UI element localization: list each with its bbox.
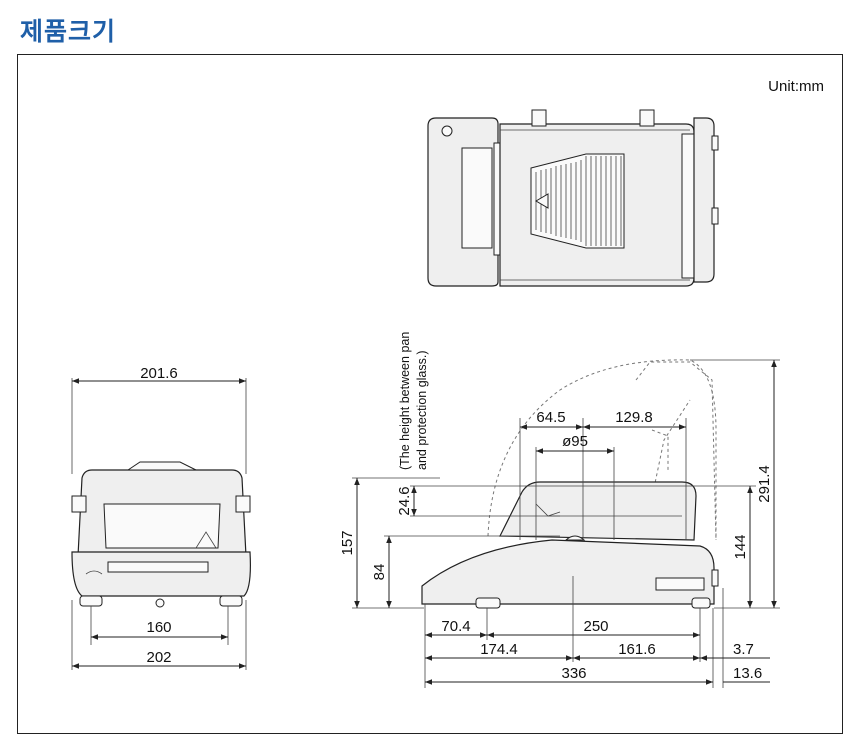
dim-144: 144 [732, 534, 749, 559]
side-dimensions: 64.5 129.8 ø95 157 24.6 84 144 291.4 70. [339, 359, 780, 688]
dim-174-4: 174.4 [480, 641, 518, 658]
note-line1: (The height between pan [398, 332, 412, 470]
dim-250: 250 [583, 618, 608, 635]
dim-3-7: 3.7 [733, 641, 754, 658]
pan-height-note: (The height between pan and protection g… [398, 332, 429, 470]
glass-door [103, 503, 221, 549]
dim-pan-diameter: ø95 [562, 433, 588, 450]
dim-201-6: 201.6 [140, 365, 178, 382]
dim-202: 202 [146, 649, 171, 666]
dim-13-6: 13.6 [733, 665, 762, 682]
front-display [107, 561, 209, 573]
dim-160: 160 [146, 619, 171, 636]
top-view [427, 109, 719, 287]
drawing-frame [17, 54, 843, 734]
dim-161-6: 161.6 [618, 641, 656, 658]
display-window [461, 147, 493, 249]
front-view [71, 461, 251, 608]
dim-291-4: 291.4 [756, 465, 773, 503]
dim-336: 336 [561, 665, 586, 682]
dim-64-5: 64.5 [536, 409, 565, 426]
dim-24-6: 24.6 [396, 486, 413, 515]
front-dimensions: 201.6 160 202 [71, 365, 247, 670]
side-view [421, 359, 719, 609]
dim-70-4: 70.4 [441, 618, 470, 635]
unit-label: Unit:mm [768, 78, 824, 95]
dim-157: 157 [339, 530, 356, 555]
dim-84: 84 [371, 564, 388, 581]
page-title: 제품크기 [20, 17, 117, 46]
dim-129-8: 129.8 [615, 409, 653, 426]
leveling-bubble-icon [441, 125, 453, 137]
note-line2: and protection glass.) [415, 350, 429, 470]
